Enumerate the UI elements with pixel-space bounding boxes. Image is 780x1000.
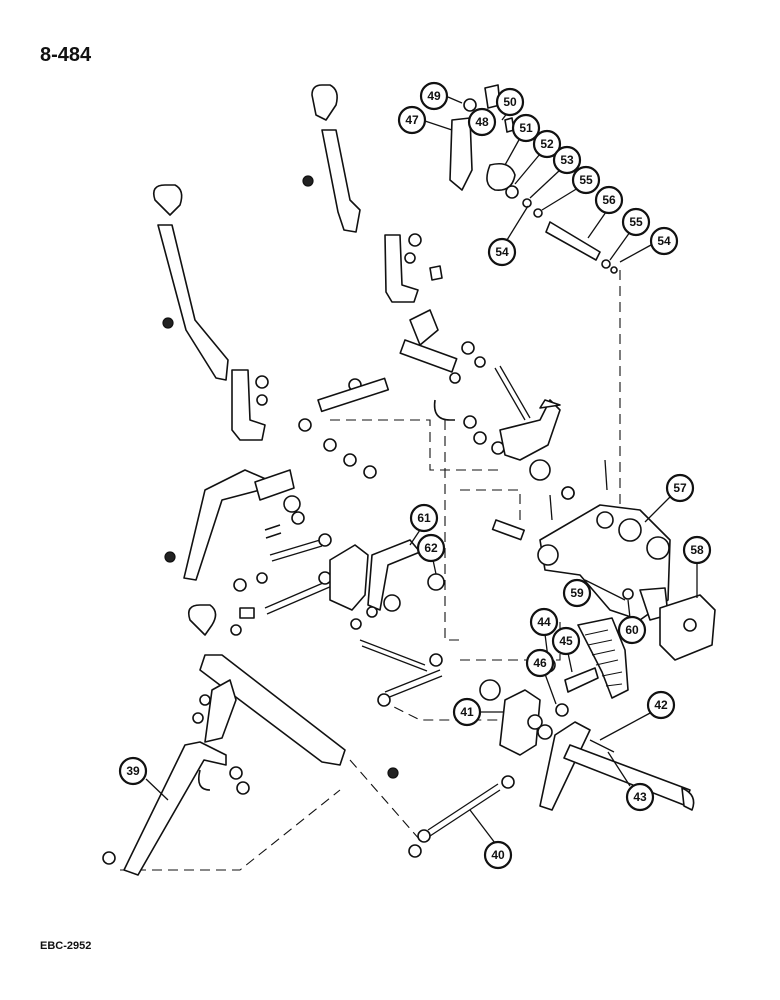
callout-54-left: 54 (487, 205, 529, 267)
svg-text:46: 46 (533, 656, 547, 670)
callout-55-upper: 55 (541, 165, 601, 211)
bell-crank-center (499, 399, 575, 500)
callout-55-lower: 55 (609, 207, 651, 261)
callout-51: 51 (504, 113, 541, 166)
callout-61: 61 (409, 503, 439, 546)
callout-52: 52 (514, 129, 562, 185)
linkage-upper-right (449, 84, 618, 274)
callout-49: 49 (419, 81, 463, 111)
callout-50: 50 (495, 87, 525, 121)
lever-long-lower (187, 604, 346, 766)
bracket-top-center (384, 233, 443, 303)
svg-text:48: 48 (475, 115, 489, 129)
callout-48: 48 (467, 107, 497, 137)
svg-text:54: 54 (495, 245, 509, 259)
svg-text:41: 41 (460, 705, 474, 719)
lever-left-lower (164, 469, 305, 581)
valve-housing (537, 504, 671, 621)
callout-54-right: 54 (619, 226, 679, 263)
document-code: EBC-2952 (40, 940, 92, 952)
callout-56: 56 (587, 185, 624, 239)
callout-43: 43 (607, 751, 655, 812)
svg-text:42: 42 (654, 698, 668, 712)
svg-text:39: 39 (126, 764, 140, 778)
svg-text:55: 55 (579, 173, 593, 187)
callout-39: 39 (118, 756, 169, 801)
lever-left-upper (152, 184, 229, 381)
svg-text:53: 53 (560, 153, 574, 167)
hardware-middle (298, 377, 505, 479)
svg-text:56: 56 (602, 193, 616, 207)
callout-62: 62 (416, 533, 446, 575)
pins-near-housing (491, 459, 634, 601)
svg-text:50: 50 (503, 95, 517, 109)
svg-text:61: 61 (417, 511, 431, 525)
svg-text:59: 59 (570, 586, 584, 600)
callout-57: 57 (644, 473, 695, 523)
svg-text:55: 55 (629, 215, 643, 229)
svg-text:62: 62 (424, 541, 438, 555)
callout-60: 60 (617, 599, 647, 645)
shaft-42 (539, 721, 695, 811)
assembly-guide-lines (120, 270, 621, 871)
svg-text:47: 47 (405, 113, 419, 127)
svg-text:40: 40 (491, 848, 505, 862)
block-part (659, 594, 716, 661)
bracket-41 (479, 679, 553, 756)
callout-42: 42 (599, 690, 676, 741)
svg-text:57: 57 (673, 481, 687, 495)
bracket-middle (329, 539, 445, 630)
callout-41: 41 (452, 697, 504, 727)
svg-text:44: 44 (537, 615, 551, 629)
svg-text:45: 45 (559, 634, 573, 648)
plate-shaded (577, 617, 629, 699)
callout-46: 46 (525, 648, 557, 705)
svg-text:60: 60 (625, 623, 639, 637)
svg-text:49: 49 (427, 89, 441, 103)
callout-53: 53 (529, 145, 582, 199)
svg-text:58: 58 (690, 543, 704, 557)
svg-text:43: 43 (633, 790, 647, 804)
rods-left-middle (230, 533, 333, 636)
rods-lower-middle (359, 639, 515, 858)
callout-40: 40 (469, 809, 513, 870)
callout-59: 59 (562, 578, 592, 608)
svg-text:54: 54 (657, 234, 671, 248)
lever-39 (102, 741, 250, 876)
lever-top-center (302, 84, 361, 233)
svg-text:51: 51 (519, 121, 533, 135)
crank-shaft-upper (399, 309, 531, 421)
page-number: 8-484 (40, 44, 92, 66)
svg-text:52: 52 (540, 137, 554, 151)
callout-45: 45 (551, 626, 581, 673)
callout-58: 58 (682, 535, 712, 598)
callout-47: 47 (397, 105, 453, 135)
bracket-left-upper (231, 369, 269, 441)
